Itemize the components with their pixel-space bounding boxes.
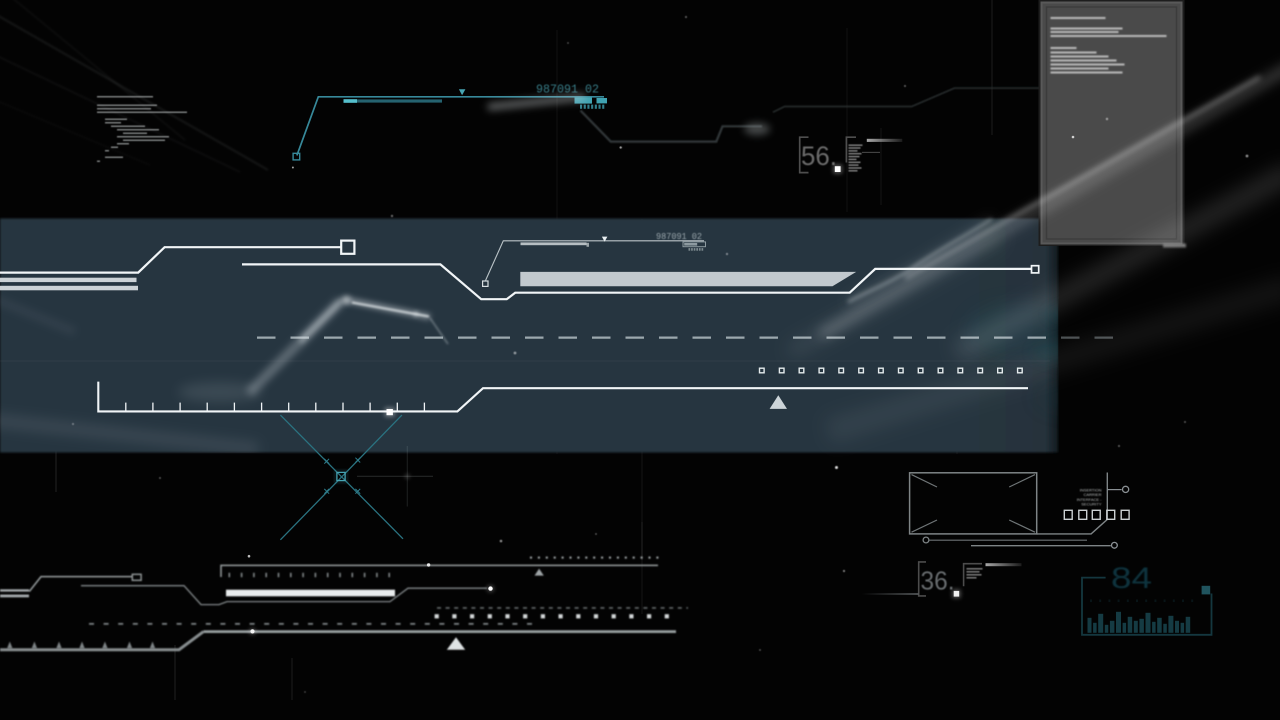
svg-text:SECURITY: SECURITY xyxy=(1081,502,1102,507)
svg-text:36.: 36. xyxy=(921,566,955,596)
svg-text:INSERTION: INSERTION xyxy=(1080,488,1102,493)
svg-text:987091 02: 987091 02 xyxy=(536,83,599,97)
svg-text:56.: 56. xyxy=(801,141,837,171)
svg-text:987091 02: 987091 02 xyxy=(656,231,702,242)
svg-text:CARRIER: CARRIER xyxy=(1083,492,1101,497)
svg-text:INTERFACE -: INTERFACE - xyxy=(1077,497,1103,502)
svg-text:84: 84 xyxy=(1111,562,1152,595)
